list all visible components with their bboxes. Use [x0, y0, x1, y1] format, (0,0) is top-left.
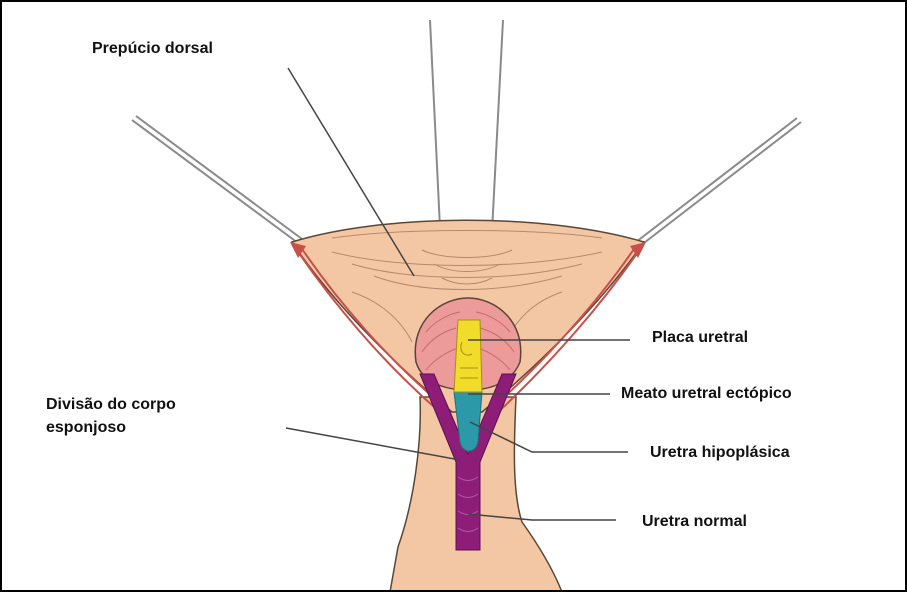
urethral-plate: [454, 320, 482, 392]
label-prepucio-dorsal: Prepúcio dorsal: [92, 39, 213, 59]
label-meato-uretral-ectopico: Meato uretral ectópico: [621, 384, 792, 404]
label-placa-uretral: Placa uretral: [652, 328, 748, 348]
label-uretra-hipoplasica: Uretra hipoplásica: [650, 443, 790, 463]
label-uretra-normal: Uretra normal: [642, 512, 747, 532]
label-divisao-corpo-line2: esponjoso: [46, 418, 126, 438]
label-divisao-corpo-line1: Divisão do corpo: [46, 395, 176, 415]
